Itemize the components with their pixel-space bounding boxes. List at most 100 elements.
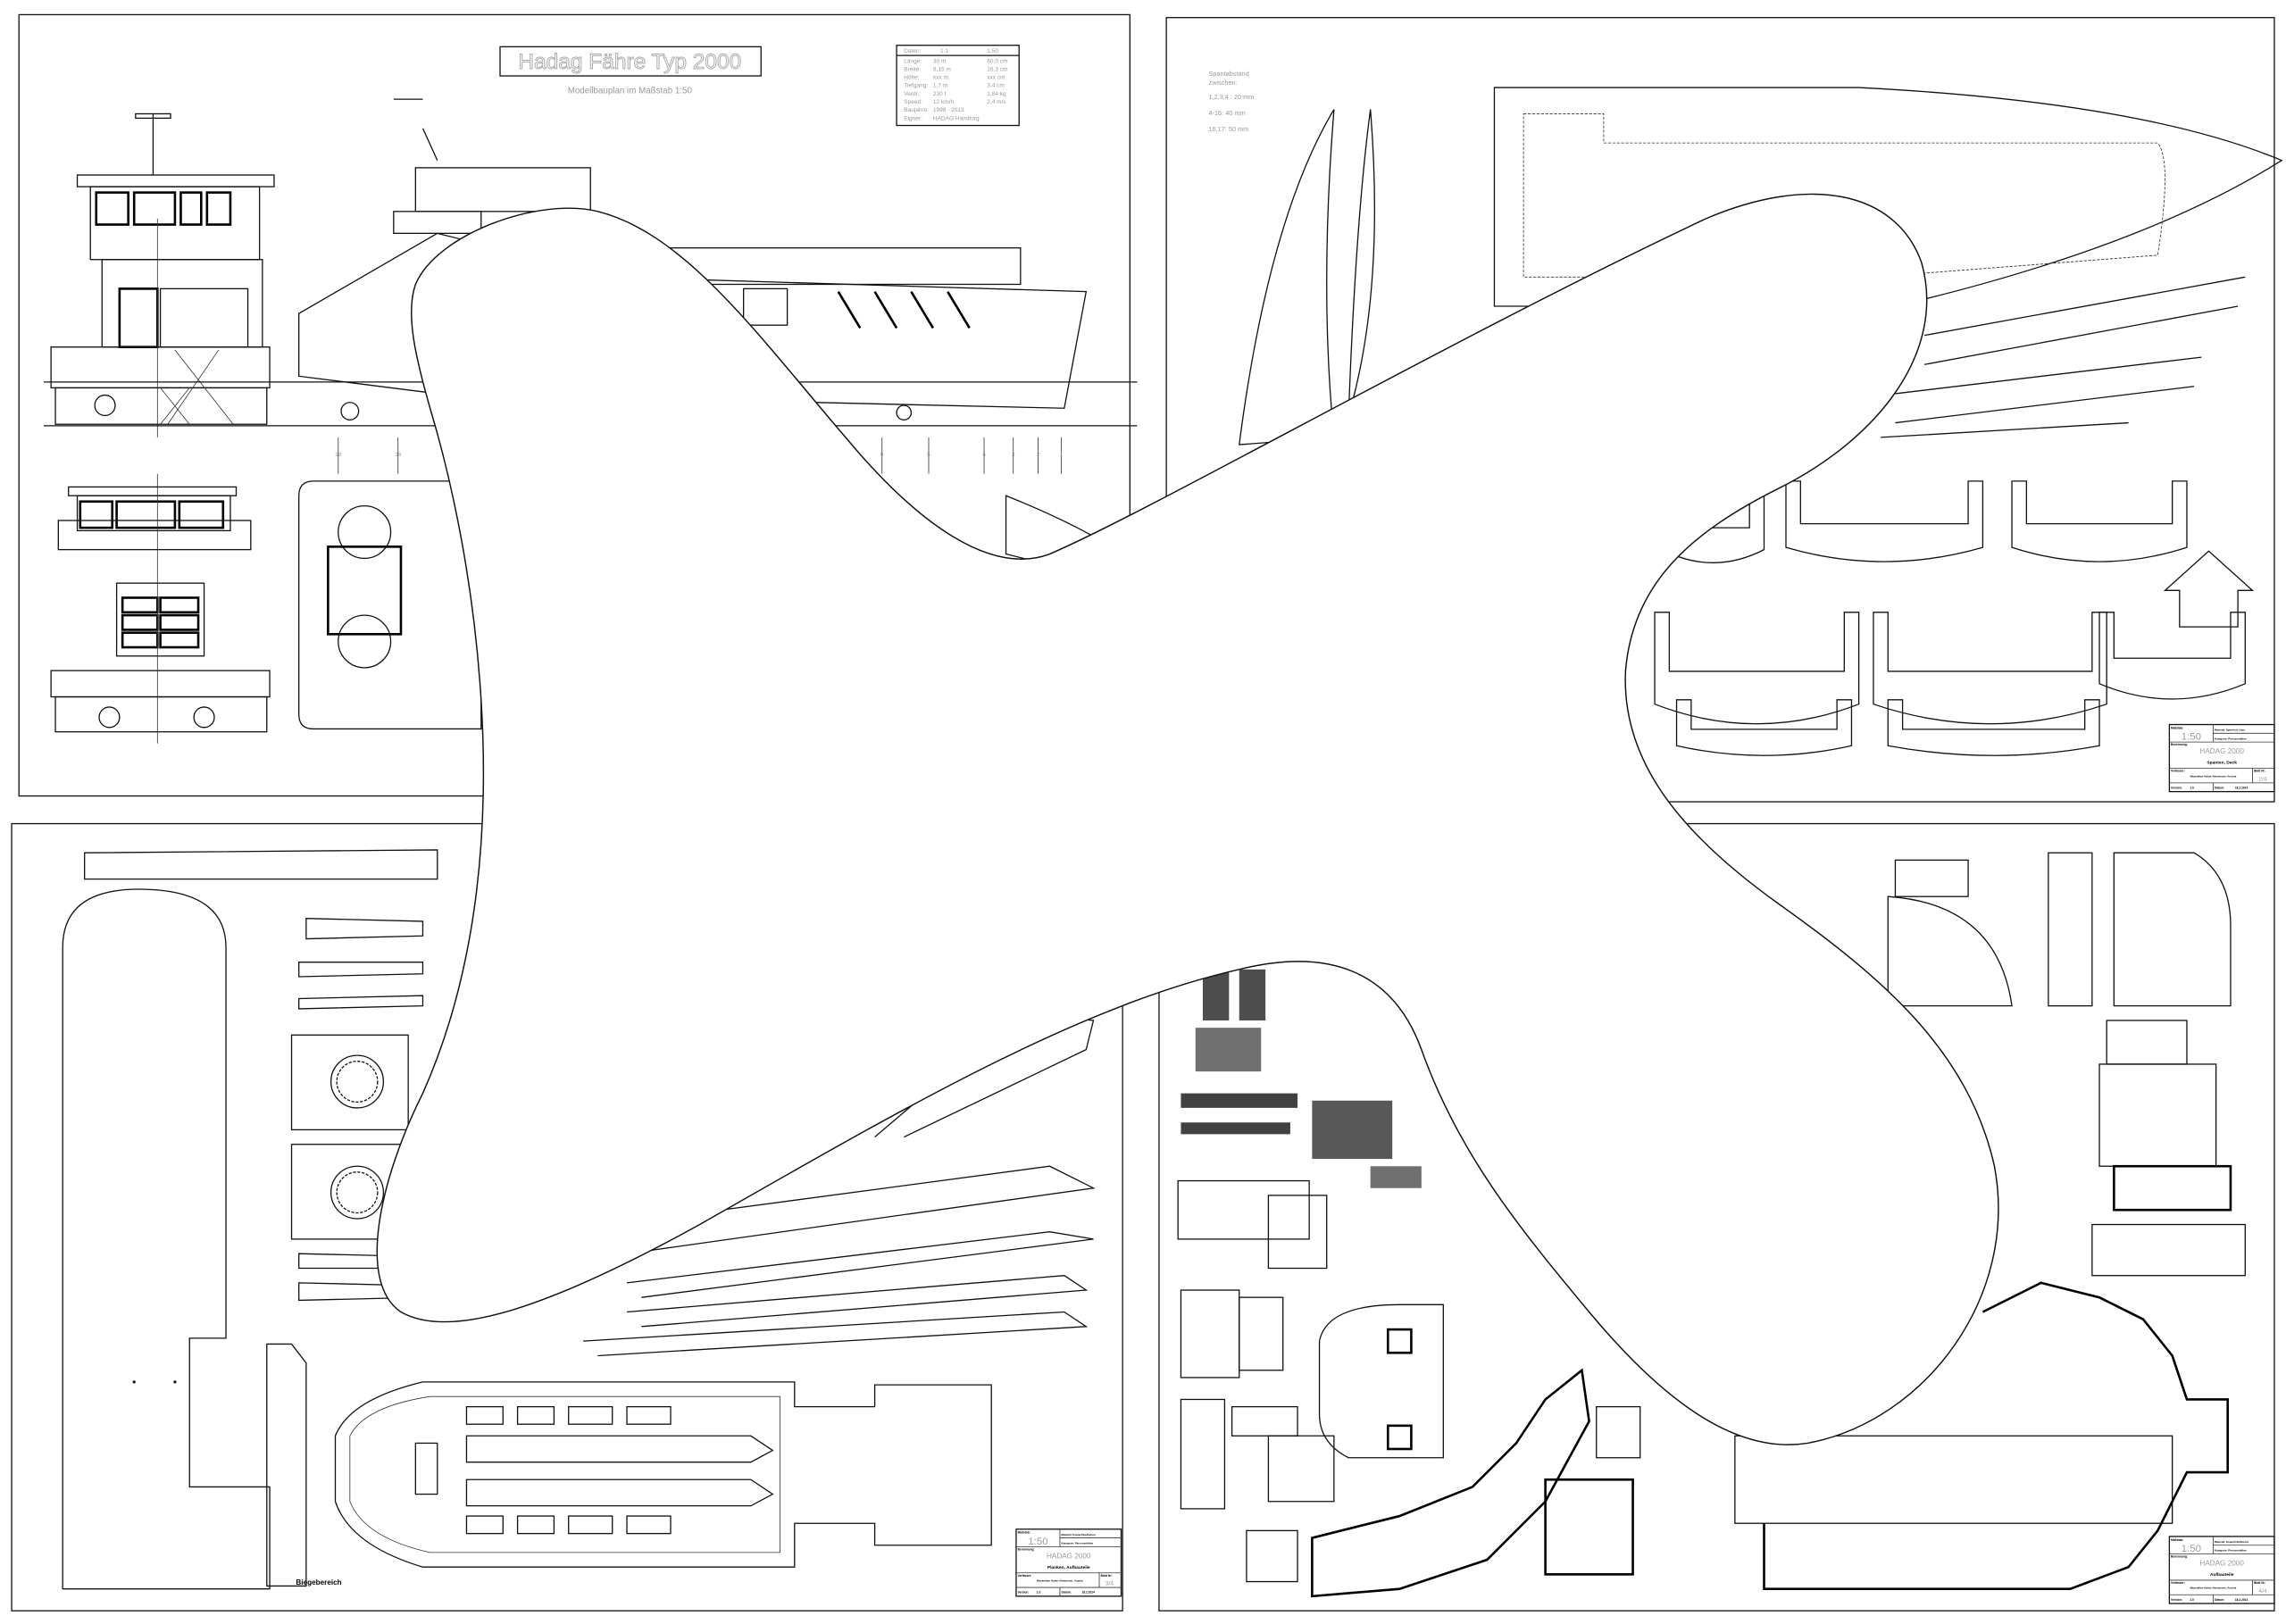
spec-cell: Eigner: [904, 115, 922, 121]
spec-cell: Tiefgang: [904, 83, 928, 89]
title-block-text: Verfasser: [2171, 770, 2185, 773]
spec-cell: Länge: [904, 58, 922, 64]
frame-part [2011, 480, 2188, 562]
frame-part [1887, 699, 2100, 756]
title-block-text: Maßstab: [2171, 1538, 2183, 1542]
stern-view-drawing [50, 112, 275, 437]
title-block-text: Benennung: [2171, 743, 2188, 746]
title-block-text: Planken, Aufbauteile [1047, 1565, 1090, 1570]
spec-cell: Verdr.: [904, 91, 921, 97]
spec-cell: 1,7 m [933, 83, 947, 89]
station-number: 18 [335, 452, 342, 458]
title-block-text: 1.0 [1037, 1591, 1041, 1595]
spec-cell: Baujahre: [904, 107, 929, 113]
pinwheel-overlay-shape [376, 193, 1999, 1445]
station-number: 16 [395, 452, 402, 458]
title-block-text: 18.2.2014 [2235, 1598, 2248, 1602]
station-number: 3 [1012, 452, 1015, 458]
station-number: 4 [982, 452, 986, 458]
title-block-text: Version: [2171, 786, 2182, 789]
svg-text:16,17: 50 mm: 16,17: 50 mm [1208, 125, 1248, 133]
frame-spacing-note: Spantabstand zwischen: 1,2,3,4 : 20 mm 4… [1208, 70, 1254, 133]
planks-right [583, 1012, 1096, 1357]
sheet-2-frames-deck: Spantabstand zwischen: 1,2,3,4 : 20 mm 4… [1165, 17, 2283, 803]
plank [84, 849, 438, 880]
grating-parts [1181, 969, 1422, 1188]
spec-cell: 8,15 m [933, 66, 951, 72]
sheet-3-planking: Biegebereich [11, 822, 1123, 1612]
bend-area-label: Biegebereich [296, 1578, 341, 1587]
title-block-text: Maximilian Huber Altmünster, Austria [2190, 1587, 2236, 1590]
title-block-text: Blatt Nr: [2254, 770, 2265, 773]
spec-cell: 60,0 cm [987, 58, 1007, 64]
frame-part [1873, 612, 2107, 725]
title-block-text: Blatt Nr: [2254, 1581, 2265, 1585]
title-block-text: 1:50 [2182, 1544, 2201, 1554]
hull-bottom-plate [62, 888, 271, 1590]
title-block-text: HADAG 2000 [2199, 747, 2244, 755]
spec-cell: xxx m [933, 75, 948, 81]
title-block-text: Blatt Nr: [1101, 1574, 1113, 1578]
title-block-text: Kategorie: Personenfähre [2215, 737, 2247, 740]
title-block-text: Maßstab: [1018, 1531, 1030, 1535]
title-block-text: 1:50 [1028, 1537, 1047, 1547]
sheet-4-superstructure [1158, 822, 2275, 1612]
spec-cell: xxx cm [987, 75, 1005, 81]
plan-title: Hadag Fähre Typ 2000 [518, 50, 741, 74]
title-block-text: Datum: [2215, 786, 2224, 789]
frame-part [2098, 612, 2246, 700]
title-block-text: Benennung: [2171, 1555, 2188, 1559]
title-box [499, 46, 762, 77]
spec-cell: 3,4 cm [987, 83, 1005, 89]
title-block-text: Benennung: [1018, 1547, 1035, 1551]
superstructure-parts [1177, 852, 2246, 1583]
station-number: 1 [1060, 452, 1064, 458]
frame-part [1654, 612, 1860, 725]
sheet-2-border [1165, 17, 2275, 803]
spec-cell: 2,4 m/s [987, 99, 1006, 105]
svg-text:1,2,3,4 : 20 mm: 1,2,3,4 : 20 mm [1208, 93, 1254, 101]
deck-plan-drawing [298, 480, 482, 730]
title-block-text: 18.2.2014 [1081, 1591, 1095, 1595]
title-block-text: 3/4 [1105, 1581, 1114, 1587]
title-block-text: Aufbauteile [2210, 1572, 2234, 1578]
title-block-text: Maximilian Huber Altmünster, Austria [2190, 774, 2236, 778]
bow-view-drawing [50, 473, 271, 744]
sheet-4-border [1158, 822, 2275, 1612]
title-block-text: Maßstab: [2171, 726, 2183, 729]
title-block-sheet-4: Maßstab: 1:50 Material: Kopierfolie/Karton… [2168, 1536, 2275, 1604]
title-block-text: 2/4 [2258, 776, 2266, 782]
station-number: 6 [880, 452, 884, 458]
title-block-text: Material: Sperrholz 1mm [2215, 729, 2245, 732]
frame-part [1675, 699, 1853, 756]
title-block-text: Datum: [2215, 1598, 2224, 1602]
spec-cell: Speed: [904, 99, 922, 105]
deck-cutout [1523, 113, 2165, 278]
svg-text:4-16: 40 mm: 4-16: 40 mm [1208, 109, 1245, 117]
spec-cell: 1,84 kg [987, 91, 1006, 97]
title-block-text: 1.0 [2190, 1598, 2194, 1602]
title-block-text: Version: [1018, 1591, 1030, 1595]
station-number: 2 [1037, 452, 1040, 458]
spec-header-label: Daten: [904, 48, 921, 54]
title-block-text: Maximilian Huber Altmünster, Austria [1037, 1579, 1083, 1583]
spec-cell: Breite: [904, 66, 921, 72]
title-block-text: 1.0 [2190, 786, 2194, 789]
title-block-text: Spanten, Deck [2207, 761, 2237, 766]
title-block-text: HADAG 2000 [2199, 1560, 2244, 1568]
title-block-text: Kategorie: Personenfähre [1062, 1542, 1094, 1545]
window-strip-curved [1311, 1281, 2229, 1598]
spec-header-1to50: 1:50 [987, 48, 998, 54]
spec-cell: 30 m [933, 58, 947, 64]
title-block-text: Material: Kopierfolie/Karton [1062, 1533, 1097, 1537]
title-block-text: Material: Kopierfolie/Karton [2215, 1540, 2249, 1544]
title-block-text: Datum: [1062, 1591, 1072, 1595]
title-block-text: Kategorie: Personenfähre [2215, 1549, 2247, 1553]
deck-strips [1881, 276, 2246, 438]
title-block-text: Version: [2171, 1598, 2182, 1602]
title-block-text: 4/4 [2258, 1588, 2266, 1595]
